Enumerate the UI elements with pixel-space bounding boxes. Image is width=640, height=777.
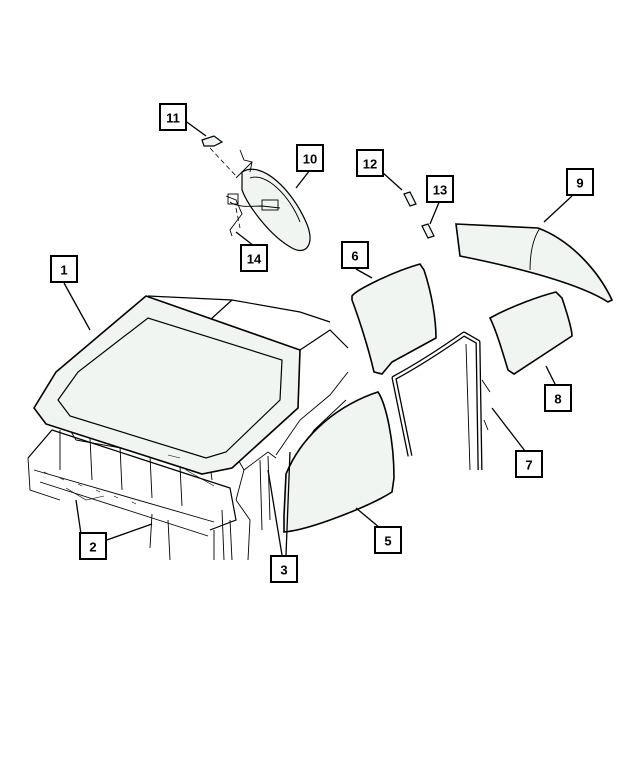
callout-5-label: 5 [384,534,391,549]
callout-8-label: 8 [554,392,561,407]
callout-6-label: 6 [351,249,358,264]
callout-13-label: 13 [433,183,447,198]
rear-door-stationary-glass [351,263,437,375]
front-door-glass [283,391,395,533]
mirror-wiring-harness [225,193,281,237]
callout-12-label: 12 [363,157,377,172]
leader-lines [63,119,573,556]
callout-2-label: 2 [89,540,96,555]
callout-14-label: 14 [247,252,262,267]
glass-run-channel [391,331,491,471]
rear-window-glass [455,223,614,303]
callout-6: 6 [341,241,369,269]
callout-11: 11 [159,103,187,131]
callout-9: 9 [566,168,594,196]
callout-2: 2 [79,532,107,560]
callout-3-label: 3 [280,563,287,578]
callout-1-label: 1 [60,263,67,278]
callout-12: 12 [356,149,384,177]
callout-8: 8 [544,384,572,412]
callout-1: 1 [50,255,78,283]
callout-14: 14 [240,244,268,272]
callout-13: 13 [426,175,454,203]
callout-9-label: 9 [576,176,583,191]
callout-7-label: 7 [525,458,532,473]
mirror-bracket-cover [201,135,224,147]
callout-10: 10 [296,144,324,172]
rearview-mirror [209,147,311,252]
windshield-glass [33,295,301,475]
callout-11-label: 11 [166,111,180,126]
callout-10-label: 10 [303,152,317,167]
callout-3: 3 [270,555,298,583]
callout-7: 7 [515,450,543,478]
rear-quarter-glass [488,291,573,375]
clip-12 [403,191,417,207]
clip-13 [421,223,435,239]
callout-5: 5 [374,526,402,554]
